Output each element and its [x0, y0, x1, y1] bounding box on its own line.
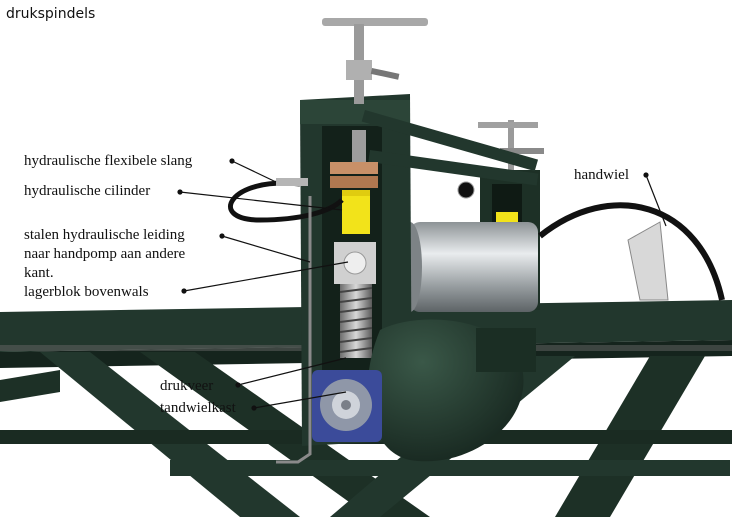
label-hydraulic-cylinder: hydraulische cilinder	[24, 183, 151, 199]
label-gearbox: tandwielkast	[160, 400, 236, 416]
label-steel-line-1: stalen hydraulische leiding	[24, 227, 185, 243]
gearbox-housing	[367, 319, 536, 462]
diagram-title: drukspindels	[6, 6, 96, 22]
leader-lines	[177, 158, 667, 411]
label-handwheel: handwiel	[574, 167, 629, 183]
label-steel-line-2: naar handpomp aan andere	[24, 246, 186, 262]
pressure-gauge-icon	[457, 181, 475, 199]
label-steel-line-3: kant.	[24, 265, 54, 281]
compression-spring	[339, 284, 373, 358]
steel-hydraulic-line	[276, 196, 312, 464]
hydraulic-hose	[228, 178, 344, 223]
label-hydraulic-hose: hydraulische flexibele slang	[24, 153, 193, 169]
label-spring: drukveer	[160, 378, 214, 394]
hydraulic-cylinder	[330, 162, 378, 234]
handwheel	[538, 202, 725, 301]
bearing-block	[334, 242, 376, 284]
gear-hub	[312, 370, 382, 442]
upper-roller	[398, 222, 538, 312]
label-bearing-block: lagerblok bovenwals	[24, 284, 149, 300]
pressure-spindle	[322, 18, 428, 162]
